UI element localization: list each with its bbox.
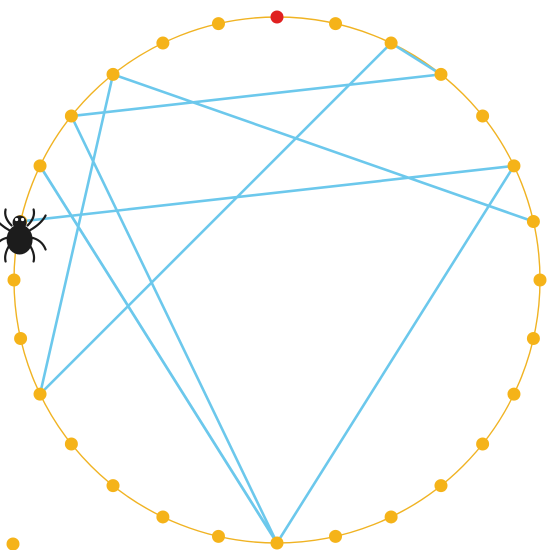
web-line	[40, 74, 113, 394]
board-node[interactable]	[434, 479, 447, 492]
start-node[interactable]	[271, 11, 284, 24]
board-node[interactable]	[212, 17, 225, 30]
board-node[interactable]	[34, 159, 47, 172]
board-circle	[14, 17, 540, 543]
web-line	[113, 74, 533, 221]
spider-eye-left	[15, 218, 18, 221]
board-node[interactable]	[385, 510, 398, 523]
board-node[interactable]	[534, 274, 547, 287]
web-line	[40, 166, 277, 543]
board-node[interactable]	[156, 37, 169, 50]
board-node[interactable]	[14, 332, 27, 345]
spider-eye-right	[21, 218, 24, 221]
web-lines	[21, 43, 534, 543]
board-node[interactable]	[507, 159, 520, 172]
board-node[interactable]	[156, 510, 169, 523]
board-node[interactable]	[434, 68, 447, 81]
board-node[interactable]	[212, 530, 225, 543]
stray-node[interactable]	[7, 538, 20, 550]
spider-icon[interactable]	[0, 209, 46, 261]
board-node[interactable]	[476, 110, 489, 123]
board-node[interactable]	[65, 110, 78, 123]
web-line	[40, 43, 391, 394]
board-node[interactable]	[329, 17, 342, 30]
board-node[interactable]	[527, 332, 540, 345]
spider-head	[13, 215, 27, 229]
board-node[interactable]	[507, 388, 520, 401]
board-node[interactable]	[107, 479, 120, 492]
node-ring	[8, 11, 547, 550]
web-line	[277, 166, 514, 543]
board-node[interactable]	[385, 37, 398, 50]
board-node[interactable]	[527, 215, 540, 228]
board-node[interactable]	[476, 437, 489, 450]
web-line	[21, 166, 514, 222]
board-node[interactable]	[8, 274, 21, 287]
board-node[interactable]	[271, 537, 284, 550]
board-node[interactable]	[65, 437, 78, 450]
web-line	[71, 74, 441, 116]
board-node[interactable]	[34, 388, 47, 401]
web-line	[71, 116, 277, 543]
board-node[interactable]	[329, 530, 342, 543]
web-line	[391, 43, 441, 74]
board-node[interactable]	[107, 68, 120, 81]
